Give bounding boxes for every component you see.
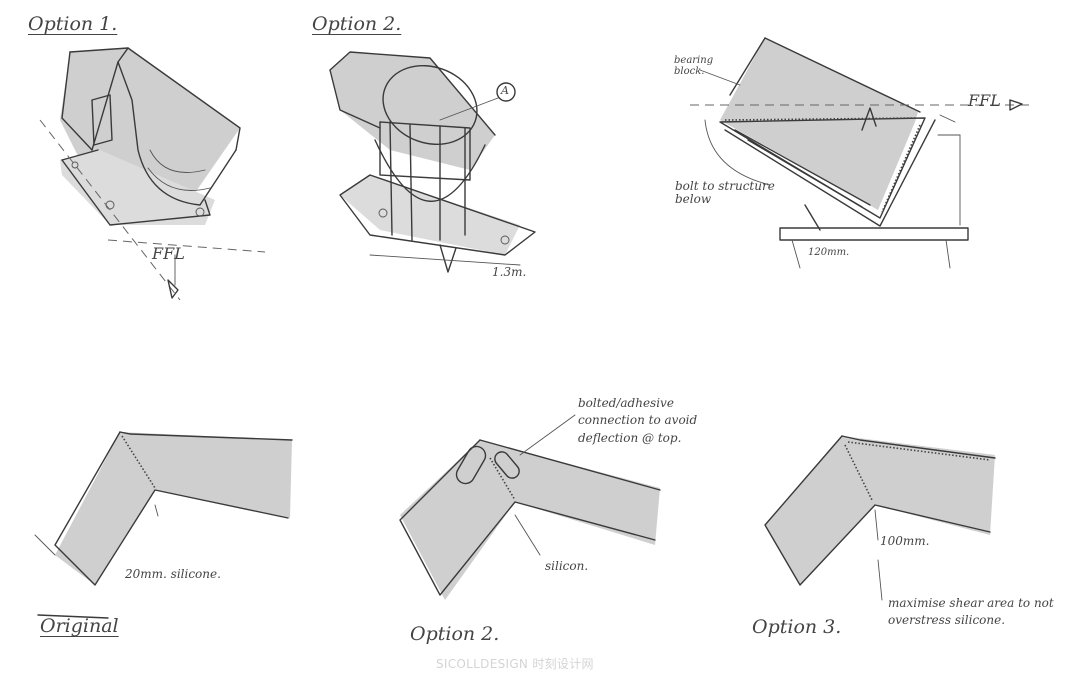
option3-bearing-label: bearing block. bbox=[674, 55, 714, 77]
option2-marker-label: A bbox=[501, 84, 509, 97]
option1-sketch bbox=[39, 47, 266, 301]
option2-silicon-note: silicon. bbox=[545, 559, 589, 573]
option1-ffl-label: FFL bbox=[152, 244, 185, 263]
option3-ffl-label: FFL bbox=[968, 91, 1001, 110]
option2-joint-sketch bbox=[399, 414, 661, 600]
option3-bolt-label: bolt to structure below bbox=[675, 179, 775, 206]
original-silicone-note: 20mm. silicone. bbox=[125, 567, 221, 581]
option3-joint-sketch bbox=[764, 435, 996, 601]
option3-dimension-label: 120mm. bbox=[808, 247, 850, 258]
option3-sketch bbox=[690, 37, 1030, 269]
option3-dimension-note: 100mm. bbox=[880, 534, 930, 548]
option2-connection-note: bolted/adhesive connection to avoid defl… bbox=[578, 396, 698, 445]
option3-shear-note: maximise shear area to not overstress si… bbox=[888, 596, 1054, 628]
option2-dimension-label: 1.3m. bbox=[492, 265, 527, 279]
option3-joint-title: Option 3. bbox=[752, 616, 842, 638]
original-title: Original bbox=[40, 615, 119, 637]
original-joint-sketch bbox=[34, 431, 293, 619]
option1-title: Option 1. bbox=[28, 13, 118, 35]
option2-title: Option 2. bbox=[312, 13, 402, 35]
watermark: SICOLLDESIGN 时刻设计网 bbox=[436, 657, 594, 671]
option2-joint-title: Option 2. bbox=[410, 623, 500, 645]
option2-sketch bbox=[329, 51, 536, 273]
